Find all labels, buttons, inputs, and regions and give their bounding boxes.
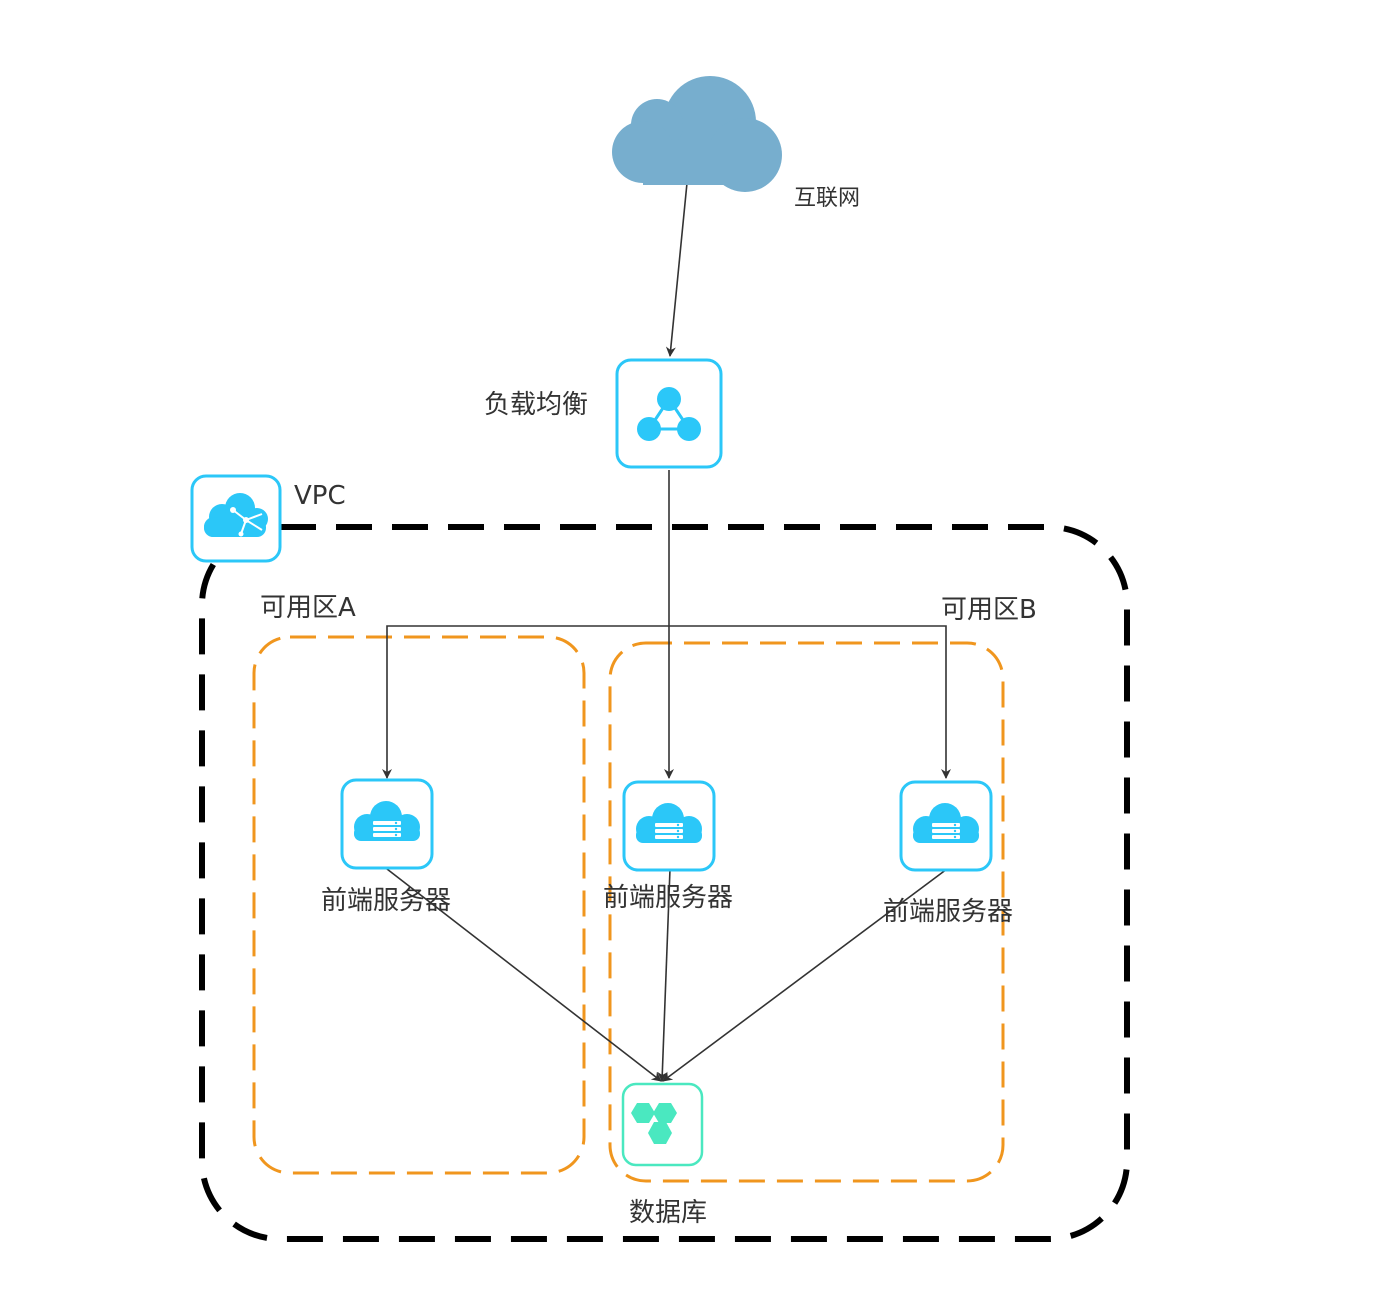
database-label: 数据库: [629, 1198, 707, 1228]
connector-lb-to-server-1: [382, 625, 669, 779]
connectors: [382, 182, 951, 1082]
connector-server-1-to-db: [386, 868, 662, 1082]
load-balancer-icon: [615, 358, 723, 469]
zone-b-boundary: [608, 641, 1005, 1183]
frontend-server-label: 前端服务器: [603, 883, 733, 913]
vpc-label: VPC: [294, 481, 346, 511]
zone-a-boundary: [252, 635, 586, 1175]
database-icon: [621, 1082, 704, 1167]
cloud-server-icon: [899, 780, 993, 872]
cloud-server-icon: [622, 780, 716, 872]
connector-server-2-to-db: [657, 868, 671, 1082]
frontend-server-label: 前端服务器: [883, 897, 1013, 927]
internet-label: 互联网: [794, 186, 860, 211]
vpc-icon: [190, 474, 282, 563]
frontend-server-label: 前端服务器: [321, 886, 451, 916]
cloud-icon: [612, 76, 782, 192]
zone-a-label: 可用区A: [260, 593, 356, 623]
cloud-server-icon: [340, 778, 434, 870]
connector-internet-to-lb: [665, 182, 688, 357]
connector-lb-to-server-3: [669, 625, 951, 779]
load-balancer-label: 负载均衡: [484, 390, 588, 420]
zone-b-label: 可用区B: [941, 595, 1037, 625]
connector-server-3-to-db: [662, 868, 948, 1082]
